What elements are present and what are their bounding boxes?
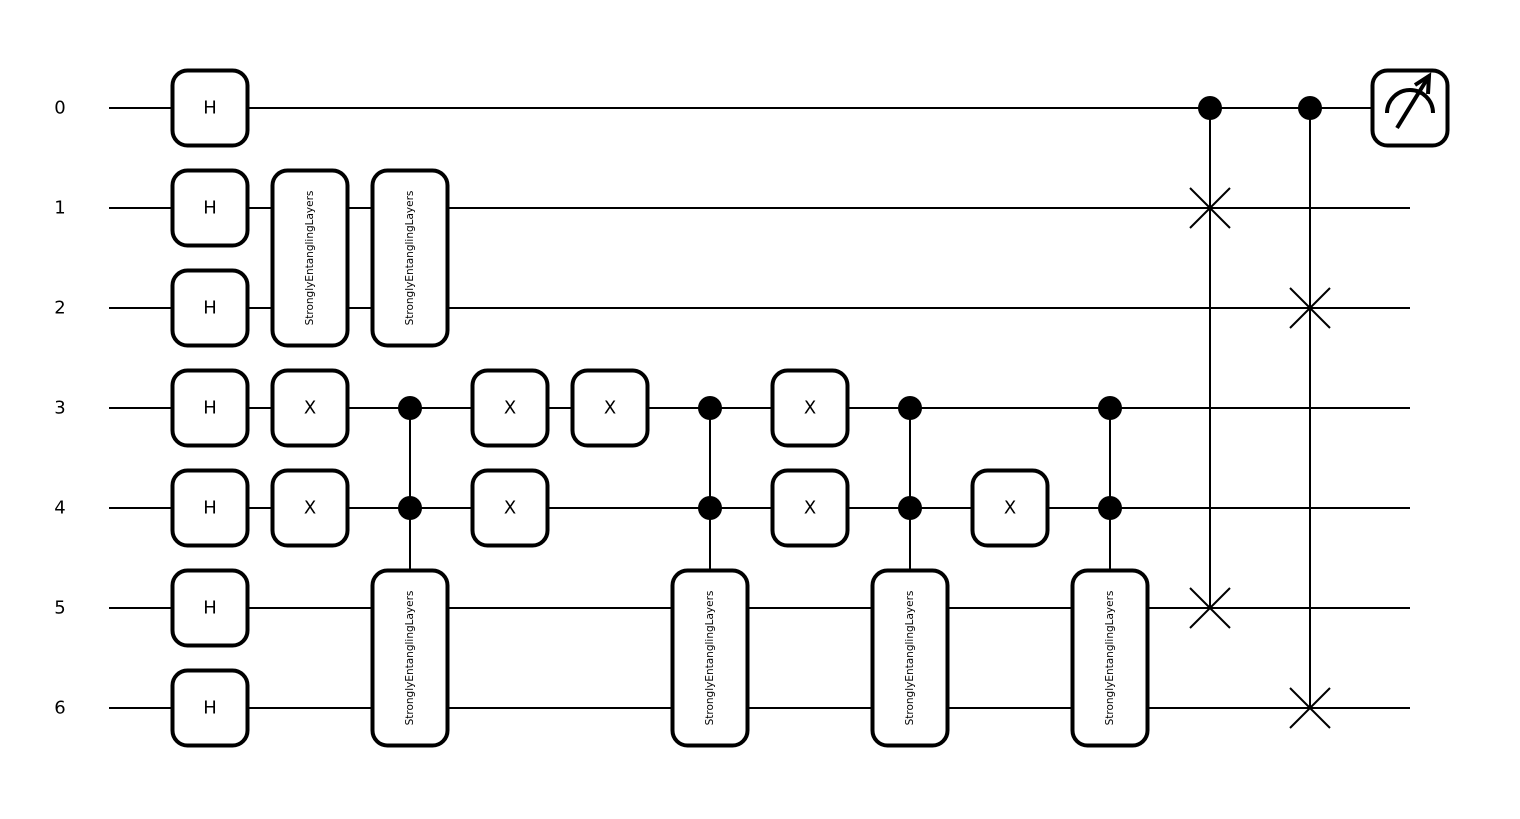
gate-strongly-entangling-layers bbox=[270, 168, 350, 348]
gate-h bbox=[170, 368, 250, 448]
wire-label: 5 bbox=[54, 598, 65, 619]
gate-h bbox=[170, 68, 250, 148]
wire-label: 6 bbox=[54, 698, 65, 719]
control-dot bbox=[398, 496, 422, 520]
swap-target-marker bbox=[1189, 587, 1231, 629]
gate-x bbox=[470, 368, 550, 448]
gate-label: X bbox=[304, 498, 316, 519]
gate-label: H bbox=[203, 598, 217, 619]
gate-label: X bbox=[804, 498, 816, 519]
control-dot bbox=[1098, 396, 1122, 420]
gate-label: H bbox=[203, 98, 217, 119]
gate-label: StronglyEntanglingLayers bbox=[904, 591, 916, 726]
gate-label: StronglyEntanglingLayers bbox=[304, 191, 316, 326]
controlled-strongly-entangling-layers bbox=[870, 568, 950, 748]
gate-layer: HHHHHHHStronglyEntanglingLayersXXStrongl… bbox=[170, 68, 1450, 748]
wire-label: 2 bbox=[54, 298, 65, 319]
control-dot bbox=[398, 396, 422, 420]
wire-label: 0 bbox=[54, 98, 65, 119]
gate-label: H bbox=[203, 198, 217, 219]
control-dot bbox=[898, 396, 922, 420]
control-dot bbox=[1198, 96, 1222, 120]
gate-h bbox=[170, 668, 250, 748]
gate-x bbox=[770, 368, 850, 448]
wire-label: 4 bbox=[54, 498, 65, 519]
gate-label: H bbox=[203, 398, 217, 419]
swap-target-marker bbox=[1289, 687, 1331, 729]
gate-label: X bbox=[504, 498, 516, 519]
gate-label: StronglyEntanglingLayers bbox=[704, 591, 716, 726]
control-dot bbox=[698, 396, 722, 420]
gate-x bbox=[570, 368, 650, 448]
measure-meter-icon bbox=[1385, 72, 1435, 130]
gate-label: StronglyEntanglingLayers bbox=[404, 591, 416, 726]
swap-target-marker bbox=[1189, 187, 1231, 229]
controlled-strongly-entangling-layers bbox=[1070, 568, 1150, 748]
gate-label: X bbox=[304, 398, 316, 419]
gate-label: StronglyEntanglingLayers bbox=[1104, 591, 1116, 726]
gate-x bbox=[770, 468, 850, 548]
control-dot bbox=[698, 496, 722, 520]
gate-x bbox=[970, 468, 1050, 548]
controlled-strongly-entangling-layers bbox=[370, 568, 450, 748]
gate-label: X bbox=[604, 398, 616, 419]
control-dot bbox=[1098, 496, 1122, 520]
gate-label: X bbox=[504, 398, 516, 419]
gate-h bbox=[170, 468, 250, 548]
gate-x bbox=[270, 368, 350, 448]
gate-x bbox=[470, 468, 550, 548]
gate-h bbox=[170, 168, 250, 248]
gate-label: X bbox=[1004, 498, 1016, 519]
gate-h bbox=[170, 268, 250, 348]
gate-label: H bbox=[203, 498, 217, 519]
gate-label: H bbox=[203, 298, 217, 319]
wire-label: 1 bbox=[54, 198, 65, 219]
gate-x bbox=[270, 468, 350, 548]
swap-target-marker bbox=[1289, 287, 1331, 329]
gate-h bbox=[170, 568, 250, 648]
control-line-layer bbox=[409, 108, 1311, 708]
wire-label: 3 bbox=[54, 398, 65, 419]
gate-strongly-entangling-layers bbox=[370, 168, 450, 348]
controlled-strongly-entangling-layers bbox=[670, 568, 750, 748]
gate-label: X bbox=[804, 398, 816, 419]
gate-label: StronglyEntanglingLayers bbox=[404, 191, 416, 326]
control-dot bbox=[898, 496, 922, 520]
control-dot bbox=[1298, 96, 1322, 120]
gate-label: H bbox=[203, 698, 217, 719]
